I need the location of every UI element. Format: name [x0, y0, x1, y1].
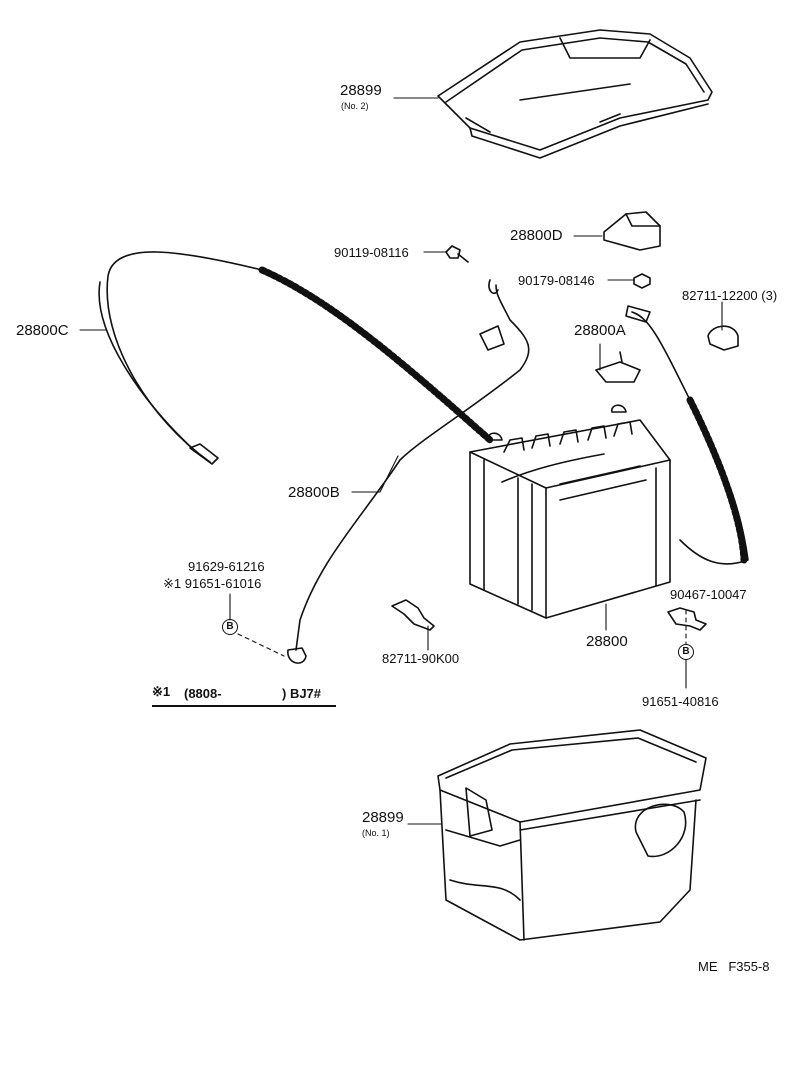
note-underline	[152, 705, 336, 707]
battery-cover-no2	[437, 29, 713, 159]
label-bolt-b1: 91629-61216	[188, 559, 265, 574]
label-tray-no1: 28899	[362, 809, 404, 826]
label-nut: 90179-08146	[518, 273, 595, 288]
label-terminal-d: 28800D	[510, 227, 563, 244]
label-bolt-b2: ※1 91651-61016	[163, 576, 262, 591]
terminal-28800a	[595, 351, 641, 383]
label-cable-b: 28800B	[288, 484, 340, 501]
battery-28800	[469, 404, 671, 619]
label-bolt-right: 91651-40816	[642, 694, 719, 709]
label-terminal-a: 28800A	[574, 322, 626, 339]
label-clamp-upper: 82711-12200 (3)	[682, 288, 778, 303]
label-bolt: 90119-08116	[334, 245, 409, 260]
note-marker: ※1	[152, 684, 171, 699]
label-cover-no2: 28899	[340, 82, 382, 99]
clamp-82711-12200	[707, 325, 739, 351]
reference-code: ME F355-8	[698, 959, 770, 974]
terminal-cover-28800d	[603, 211, 661, 251]
note-range: (8808-	[184, 686, 222, 701]
leader-lines	[79, 97, 723, 825]
label-battery: 28800	[586, 633, 628, 650]
nut-90179	[633, 273, 651, 289]
cable-28800c	[98, 251, 494, 465]
cable-28800b	[287, 279, 530, 664]
label-clamp-lower: 82711-90K00	[382, 651, 460, 666]
battery-tray-no1	[437, 729, 707, 941]
label-cover-no2-sub: (No. 2)	[341, 101, 369, 111]
circle-b-left: B	[222, 619, 238, 635]
label-tray-no1-sub: (No. 1)	[362, 828, 390, 838]
label-clamp-right: 90467-10047	[670, 587, 747, 602]
clamp-90467-10047	[667, 607, 707, 631]
bolt-90119	[445, 245, 469, 263]
circle-b-right: B	[678, 644, 694, 660]
clamp-82711-90k00	[391, 599, 435, 631]
note-end: ) BJ7#	[282, 686, 322, 701]
label-cable-c: 28800C	[16, 322, 69, 339]
cable-positive	[625, 305, 749, 565]
